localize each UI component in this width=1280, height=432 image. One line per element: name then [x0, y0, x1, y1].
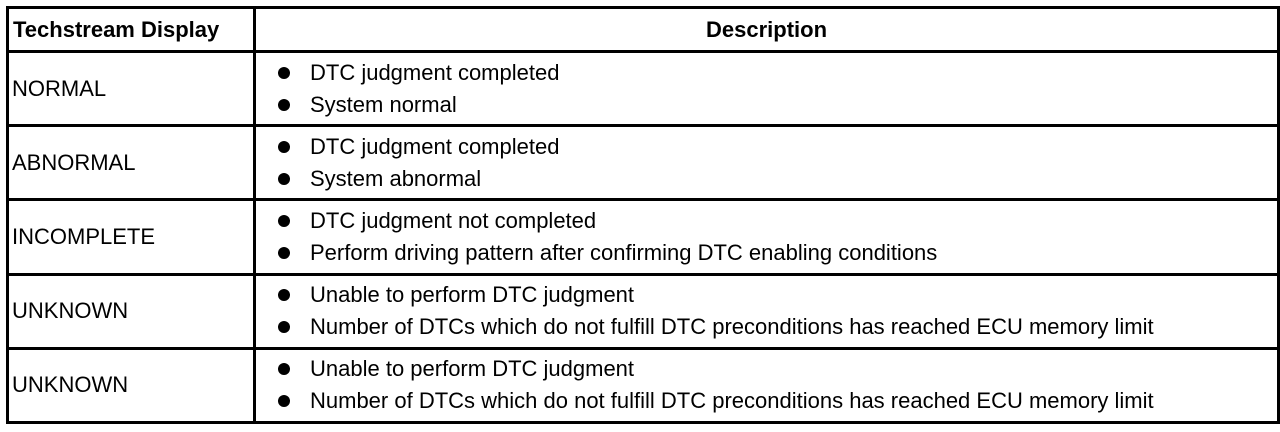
list-item: DTC judgment completed	[278, 57, 1277, 89]
list-item: Unable to perform DTC judgment	[278, 353, 1277, 385]
description-list: DTC judgment completed System normal	[256, 57, 1277, 121]
display-cell: INCOMPLETE	[6, 198, 256, 276]
list-item: Number of DTCs which do not fulfill DTC …	[278, 311, 1277, 343]
description-list: Unable to perform DTC judgment Number of…	[256, 353, 1277, 417]
table-row: INCOMPLETE DTC judgment not completed Pe…	[6, 198, 1280, 276]
list-item: System normal	[278, 89, 1277, 121]
display-cell: NORMAL	[6, 49, 256, 128]
description-cell: DTC judgment completed System normal	[253, 49, 1280, 128]
list-item: Perform driving pattern after confirming…	[278, 237, 1277, 269]
list-item: System abnormal	[278, 163, 1277, 195]
techstream-status-table: Techstream Display Description NORMAL DT…	[6, 6, 1280, 425]
display-cell: UNKNOWN	[6, 346, 256, 425]
table-row: UNKNOWN Unable to perform DTC judgment N…	[6, 272, 1280, 350]
description-cell: Unable to perform DTC judgment Number of…	[253, 272, 1280, 350]
list-item: DTC judgment completed	[278, 131, 1277, 163]
table-row: ABNORMAL DTC judgment completed System a…	[6, 124, 1280, 202]
table-row: UNKNOWN Unable to perform DTC judgment N…	[6, 346, 1280, 425]
table-row: NORMAL DTC judgment completed System nor…	[6, 49, 1280, 128]
display-cell: UNKNOWN	[6, 272, 256, 350]
table-header-row: Techstream Display Description	[6, 6, 1280, 53]
list-item: DTC judgment not completed	[278, 205, 1277, 237]
description-cell: DTC judgment completed System abnormal	[253, 124, 1280, 202]
header-techstream-display: Techstream Display	[6, 6, 256, 53]
header-description: Description	[253, 6, 1280, 53]
list-item: Number of DTCs which do not fulfill DTC …	[278, 385, 1277, 417]
description-cell: Unable to perform DTC judgment Number of…	[253, 346, 1280, 425]
display-cell: ABNORMAL	[6, 124, 256, 202]
description-cell: DTC judgment not completed Perform drivi…	[253, 198, 1280, 276]
description-list: DTC judgment not completed Perform drivi…	[256, 205, 1277, 269]
description-list: DTC judgment completed System abnormal	[256, 131, 1277, 195]
description-list: Unable to perform DTC judgment Number of…	[256, 279, 1277, 343]
list-item: Unable to perform DTC judgment	[278, 279, 1277, 311]
